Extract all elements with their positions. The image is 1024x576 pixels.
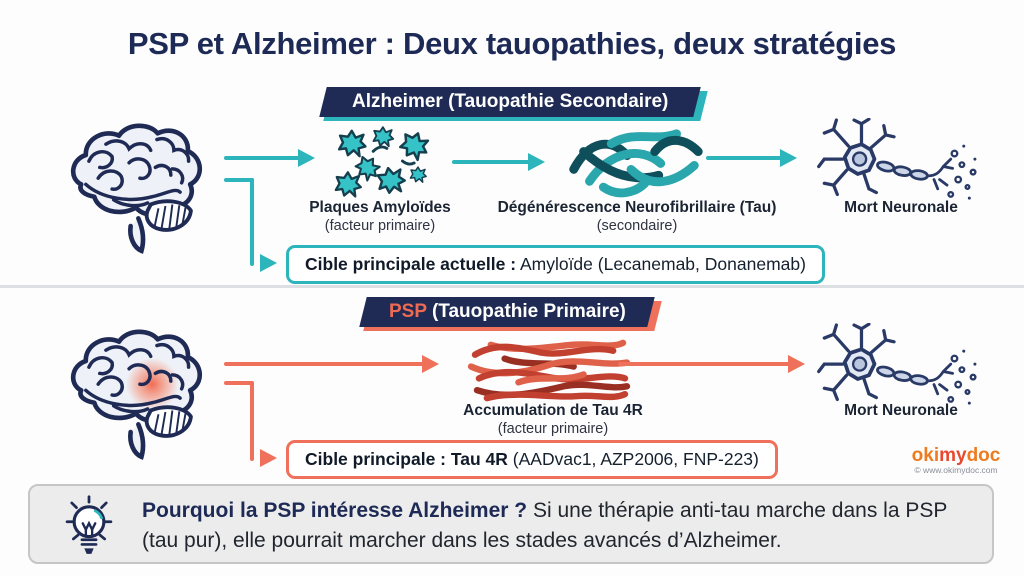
psp-banner-accent-text: PSP <box>388 301 427 322</box>
logo-part: doc <box>966 445 1001 466</box>
psp-banner-rest-text: (Tauopathie Primaire) <box>426 301 626 322</box>
arrow-head <box>260 254 277 272</box>
brain-psp-icon <box>58 322 228 473</box>
alzheimer-banner: Alzheimer (Tauopathie Secondaire) <box>319 87 708 121</box>
connector-line <box>250 178 254 266</box>
step-label: Mort Neuronale <box>844 402 958 419</box>
step-label: Mort Neuronale <box>844 199 958 216</box>
arrow-line <box>224 362 424 366</box>
alzheimer-target-box: Cible principale actuelle : Amyloïde (Le… <box>286 245 825 284</box>
copyright-text: © www.okimydoc.com <box>914 464 998 475</box>
callout-text: Pourquoi la PSP intéresse Alzheimer ? Si… <box>142 496 962 556</box>
page-title: PSP et Alzheimer : Deux tauopathies, deu… <box>127 26 897 61</box>
banner-shape: Alzheimer (Tauopathie Secondaire) <box>319 87 701 117</box>
alzheimer-banner-label: Alzheimer (Tauopathie Secondaire) <box>351 91 669 112</box>
target-label-bold: Cible principale actuelle : <box>305 254 517 274</box>
arrow-head <box>780 149 797 167</box>
step-sublabel: (facteur primaire) <box>497 421 609 437</box>
banner-shape: PSP (Tauopathie Primaire) <box>359 297 655 327</box>
arrow-head <box>788 355 805 373</box>
neuron-icon <box>815 322 987 426</box>
callout-question: Pourquoi la PSP intéresse Alzheimer ? <box>142 499 528 522</box>
callout-answer: Si une thérapie anti-tau marche dans la … <box>142 499 947 552</box>
tau-tangles-icon <box>558 118 710 207</box>
lightbulb-icon <box>58 492 120 569</box>
arrow-head <box>528 153 545 171</box>
logo-part: my <box>939 445 967 466</box>
arrow-head <box>422 355 439 373</box>
amyloid-plaques-icon <box>328 124 434 205</box>
connector-line <box>224 381 254 385</box>
okimydoc-logo: okimydoc © www.okimydoc.com <box>898 446 1014 475</box>
arrow-line <box>618 362 790 366</box>
arrow-line <box>706 156 782 160</box>
target-label-bold: Cible principale : Tau 4R <box>305 449 508 469</box>
step-sublabel: (secondaire) <box>596 218 678 234</box>
arrow-line <box>452 160 530 164</box>
arrow-head <box>298 149 315 167</box>
step-label: Dégénérescence Neurofibrillaire (Tau) <box>497 199 777 216</box>
step-sublabel: (facteur primaire) <box>324 218 436 234</box>
connector-line <box>224 178 254 182</box>
psp-target-box: Cible principale : Tau 4R (AADvac1, AZP2… <box>286 440 778 479</box>
target-label-rest: Amyloïde (Lecanemab, Donanemab) <box>516 254 806 274</box>
tau-4r-fibrils-icon <box>455 333 647 412</box>
step-label: Accumulation de Tau 4R <box>463 402 643 419</box>
psp-banner-label: PSP (Tauopathie Primaire) <box>389 301 626 323</box>
arrow-line <box>224 156 300 160</box>
step-label: Plaques Amyloïdes <box>309 199 451 216</box>
logo-part: oki <box>911 445 940 466</box>
brain-icon <box>58 116 228 267</box>
psp-banner: PSP (Tauopathie Primaire) <box>359 297 662 331</box>
logo-wordmark: okimydoc <box>898 446 1014 466</box>
section-divider <box>0 285 1024 288</box>
arrow-head <box>260 449 277 467</box>
neuron-icon <box>815 117 987 221</box>
connector-line <box>250 381 254 461</box>
key-insight-callout: Pourquoi la PSP intéresse Alzheimer ? Si… <box>28 484 994 564</box>
target-label-rest: (AADvac1, AZP2006, FNP-223) <box>507 449 759 469</box>
